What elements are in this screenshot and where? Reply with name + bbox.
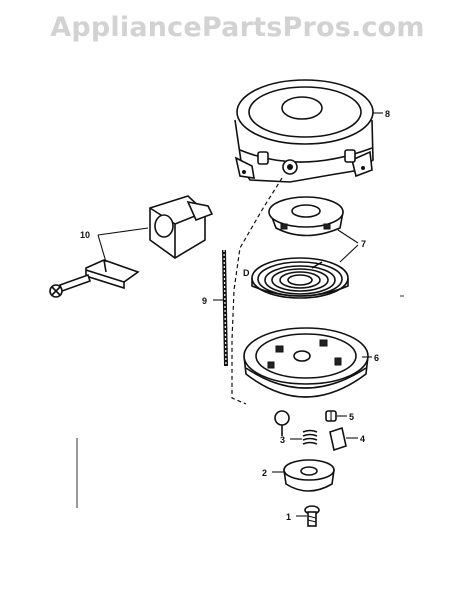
- callout-3: 3: [280, 435, 285, 445]
- leader-7b: [339, 244, 359, 263]
- callout-4: 4: [360, 434, 365, 444]
- part-9-starter-rope[interactable]: [222, 249, 228, 367]
- part-1-screw[interactable]: [304, 505, 320, 527]
- part-8-starter-housing[interactable]: [234, 79, 374, 183]
- callout-9: 9: [202, 296, 207, 306]
- callout-5: 5: [349, 412, 354, 422]
- callout-6: 6: [374, 353, 379, 363]
- leader-10b: [97, 234, 107, 263]
- part-3-spring[interactable]: [302, 429, 318, 445]
- part-2-brake-cup[interactable]: [283, 459, 335, 492]
- part-pulley-center-screw[interactable]: [274, 410, 290, 436]
- callout-8: 8: [385, 109, 390, 119]
- rope-routing-dashed-line: [231, 177, 283, 405]
- callout-10: 10: [80, 230, 90, 240]
- part-7-recoil-spring[interactable]: [251, 257, 349, 299]
- callout-D: D: [243, 268, 250, 278]
- callout-2: 2: [262, 468, 267, 478]
- site-watermark: AppliancePartsPros.com: [50, 12, 425, 43]
- leader-10a: [97, 227, 149, 236]
- callout-7: 7: [361, 239, 366, 249]
- part-10-starter-handle[interactable]: [149, 195, 214, 259]
- part-5-retainer-nut[interactable]: [325, 410, 337, 422]
- part-10-handle-bracket[interactable]: [49, 259, 140, 298]
- part-6-rope-pulley[interactable]: [243, 327, 369, 398]
- leader-7a: [337, 229, 359, 244]
- part-7-spring-retainer[interactable]: [268, 196, 344, 237]
- callout-1: 1: [286, 512, 291, 522]
- part-4-pawl[interactable]: [329, 426, 347, 452]
